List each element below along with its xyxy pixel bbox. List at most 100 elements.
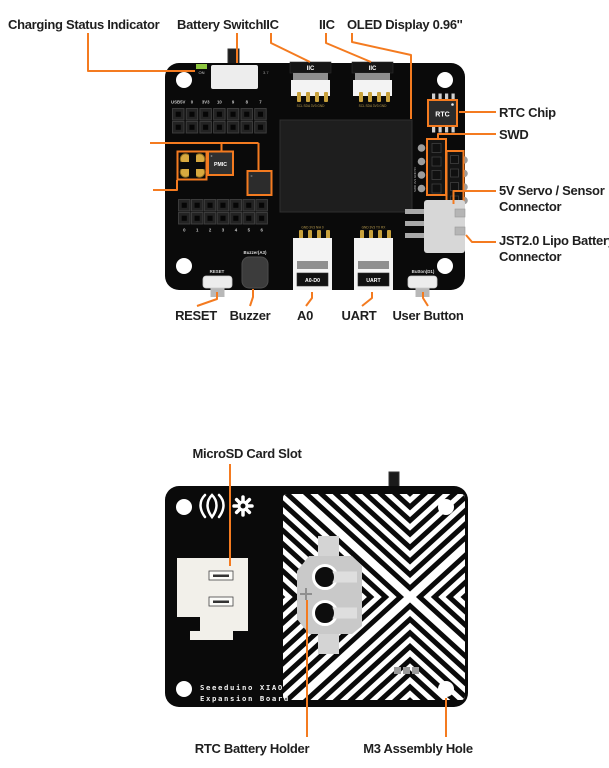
pin-header-bottom: 0 1 2 3 4 5 6 — [178, 199, 268, 233]
leader-jst — [465, 234, 496, 243]
charger-chip — [246, 170, 273, 196]
iic-cap-label: IIC — [369, 66, 377, 72]
leader-lines — [87, 33, 496, 737]
leader-buzzer — [249, 289, 254, 307]
front-board: 3.7 ON IIC SCL SDA 3V3 GND IIC — [165, 48, 468, 297]
microsd-slot — [177, 558, 248, 640]
back-board: Seeeduino XIAO Expansion Board — [165, 471, 468, 707]
callout-rtc-battery: RTC Battery Holder — [194, 741, 310, 756]
callout-uart: UART — [341, 308, 377, 323]
pin-label: 0 — [191, 100, 194, 105]
leader-iic-left — [270, 33, 311, 63]
seeed-logo-icon — [199, 493, 225, 520]
leader-pmic — [150, 142, 260, 170]
iic-cap-label: IIC — [307, 66, 315, 72]
callout-charging-status: Charging Status Indicator — [8, 17, 160, 32]
pin-label: 8 — [246, 100, 249, 105]
leader-reset — [196, 292, 218, 307]
callout-servo-line2: Connector — [499, 199, 562, 214]
pin-label: 6 — [261, 228, 264, 233]
uart-pin-labels: GND 3V3 TX RX — [362, 226, 387, 230]
charging-status-led: ON — [196, 64, 207, 75]
leader-uart — [361, 292, 373, 307]
pmic-chip: PMIC — [207, 150, 234, 176]
solder-pads — [394, 667, 419, 674]
pin-label: 0 — [183, 228, 186, 233]
a0-pin-labels: GND 3V3 N/A 0 — [301, 226, 324, 230]
leader-user-button — [422, 292, 429, 307]
leader-servo — [452, 190, 496, 204]
iic-connector-right: IIC SCL SDA 3V3 GND — [351, 61, 394, 108]
leader-charging — [87, 33, 195, 72]
leader-swd-contacts — [153, 180, 178, 191]
reset-silk-label: RESET — [210, 269, 225, 274]
pmic-label: PMIC — [214, 162, 227, 168]
pin-label: 1 — [196, 228, 199, 233]
pin-header-top: USB5V 0 3V3 10 9 8 7 — [171, 100, 267, 134]
oled-display — [279, 119, 413, 213]
swd-spring-contacts — [176, 150, 208, 181]
jst-connector — [405, 200, 466, 253]
pin-label: 3 — [222, 228, 225, 233]
grove-a0-connector: GND 3V3 N/A 0 A0-D0 — [293, 226, 332, 290]
pin-label: 5 — [248, 228, 251, 233]
callout-rtc-chip: RTC Chip — [499, 105, 556, 120]
led-on-label: ON — [199, 70, 205, 75]
callout-microsd: MicroSD Card Slot — [192, 446, 302, 461]
callout-reset: RESET — [175, 308, 217, 323]
callout-m3-hole: M3 Assembly Hole — [363, 741, 473, 756]
buzzer: Buzzer(A3) — [241, 250, 269, 289]
iic-pin-labels: SCL SDA 3V3 GND — [359, 104, 388, 108]
callout-iic-right: IIC — [319, 17, 335, 32]
a0-cap-label: A0-D0 — [305, 278, 320, 284]
pin-label: 2 — [209, 228, 212, 233]
button-silk-label: Button(D1) — [412, 269, 435, 274]
antenna-nub — [388, 471, 400, 489]
callout-user-button: User Button — [392, 308, 464, 323]
switch-side-label: 3.7 — [263, 70, 269, 75]
callout-iic-left: IIC — [263, 17, 279, 32]
user-button: Button(D1) — [407, 269, 438, 297]
pin-label: USB5V — [171, 100, 185, 105]
callout-jst-line1: JST2.0 Lipo Battery — [499, 233, 609, 248]
uart-cap-label: UART — [366, 278, 381, 284]
mounting-hole — [176, 499, 192, 515]
silkscreen-board-name: Expansion Board — [200, 694, 290, 703]
iic-connector-left: IIC SCL SDA 3V3 GND — [289, 61, 332, 108]
mounting-hole — [176, 681, 192, 697]
swd-side-labels: SWD 3V3 GND 5V — [413, 167, 417, 192]
mounting-hole — [438, 499, 454, 515]
leader-a0 — [305, 292, 313, 307]
pin-label: 4 — [235, 228, 238, 233]
rtc-battery-holder — [297, 536, 362, 654]
silkscreen-board-name: Seeeduino XIAO — [200, 683, 284, 692]
callout-servo-line1: 5V Servo / Sensor — [499, 183, 605, 198]
callout-oled-display: OLED Display 0.96'' — [347, 17, 463, 32]
callout-a0: A0 — [296, 308, 314, 323]
mounting-hole — [176, 72, 192, 88]
rtc-chip: RTC — [427, 93, 458, 133]
m3-assembly-hole — [438, 681, 454, 697]
pin-label: 7 — [259, 100, 262, 105]
pin-label: 3V3 — [202, 100, 210, 105]
reset-button: RESET — [202, 269, 233, 297]
pin-label: 10 — [217, 100, 222, 105]
callout-battery-switch: Battery Switch — [177, 17, 264, 32]
mounting-hole — [437, 258, 453, 274]
mounting-hole — [437, 72, 453, 88]
battery-switch: 3.7 — [211, 65, 269, 89]
mounting-hole — [176, 258, 192, 274]
gear-icon — [232, 495, 254, 517]
leader-swd — [437, 133, 496, 140]
callout-swd: SWD — [499, 127, 529, 142]
pin-label: 9 — [232, 100, 235, 105]
battery-plus-mark — [300, 588, 312, 600]
callout-jst-line2: Connector — [499, 249, 562, 264]
buzzer-silk-label: Buzzer(A3) — [244, 250, 267, 255]
iic-pin-labels: SCL SDA 3V3 GND — [297, 104, 326, 108]
rtc-label: RTC — [435, 112, 449, 119]
callout-buzzer: Buzzer — [229, 308, 271, 323]
leader-iic-right — [325, 33, 372, 63]
grove-uart-connector: GND 3V3 TX RX UART — [354, 226, 393, 290]
